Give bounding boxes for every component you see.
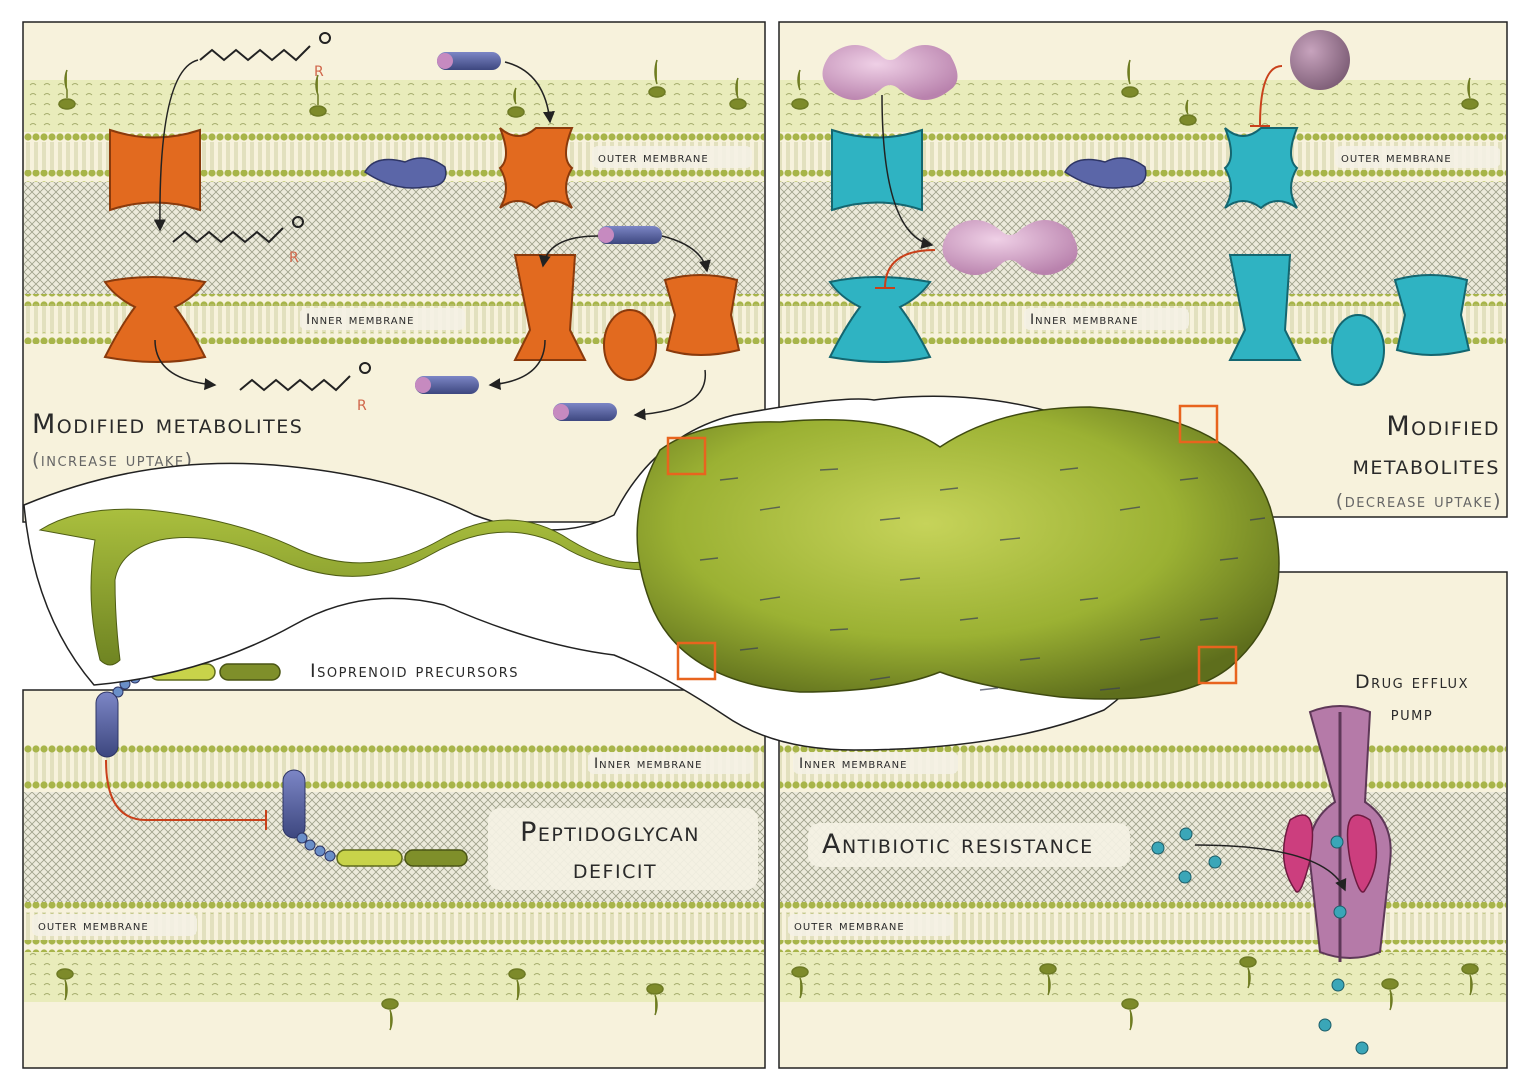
carrier-lipid-2 [282,769,306,839]
tr-title-line1: Modified [1386,411,1500,442]
br-content: Inner membrane outer membrane Antibiotic… [788,671,1469,1055]
br-pump-line2: pump [1391,703,1433,725]
isoprenoid-unit-3 [336,849,403,867]
bl-title-line1: Peptidoglycan [520,817,700,848]
r-group-1: R [314,64,324,80]
efflux-accessory-right [1346,814,1378,893]
metabolite-chain-low [239,375,351,392]
bl-inner-membrane-label: Inner membrane [594,756,702,772]
teal-transporter-right [1393,274,1471,356]
phosphate-beads-2 [296,832,336,862]
tl-content: R R R outer membrane Inner membrane [32,32,752,471]
br-title: Antibiotic resistance [822,829,1094,860]
tr-subtitle: (decrease uptake) [1336,490,1502,512]
antibiotic-molecules [1151,827,1369,1055]
inhibit-peptidoglycan [105,759,267,830]
inhibit-outer [1250,65,1283,127]
orange-channel-outer [498,126,574,210]
teal-atpase [1331,314,1385,386]
carrier-lipid-1 [95,691,119,758]
r-group-3: R [357,398,367,414]
bl-title-line2: deficit [573,854,657,885]
drug-capsule-2 [598,226,662,244]
tr-content: outer membrane Inner membrane Modified m… [822,30,1502,512]
isoprenoid-unit-4 [404,849,468,867]
br-inner-membrane-label: Inner membrane [799,756,907,772]
bacterium-texture [699,467,1266,691]
tl-outer-membrane-label: outer membrane [598,150,709,166]
tr-title-line2: metabolites [1352,450,1500,481]
drug-capsule-4 [553,403,617,421]
teal-channel-outer [1223,126,1299,210]
metabolite-chain-top [199,45,311,62]
orange-transporter-right [663,274,741,356]
purple-sphere-metabolite [1290,30,1350,90]
br-membrane-stack [780,742,1506,1002]
pink-metabolite-outer [822,45,958,100]
tr-outer-membrane-label: outer membrane [1341,150,1452,166]
bl-content: Isoprenoid precursors Inner membrane out… [32,660,758,936]
efflux-accessory-left [1282,814,1314,893]
tl-inner-membrane-label: Inner membrane [306,312,414,328]
drug-capsule-1 [437,52,501,70]
tl-lps-layer [24,80,764,132]
teal-transporter-inner [828,276,932,363]
br-outer-membrane-label: outer membrane [794,918,905,934]
tl-title: Modified metabolites [32,409,303,440]
tr-inner-membrane-label: Inner membrane [1030,312,1138,328]
tl-subtitle: (increase uptake) [32,449,194,471]
blue-lipoprotein [364,157,447,189]
orange-porin-outer [109,128,201,212]
teal-efflux-column [1228,254,1302,361]
bacterium-body [636,406,1280,700]
r-group-2: R [289,250,299,266]
drug-capsule-3 [415,376,479,394]
orange-atpase [603,309,657,381]
orange-efflux-column [513,254,587,361]
br-pump-line1: Drug efflux [1355,671,1469,693]
bl-precursors-label: Isoprenoid precursors [310,660,519,682]
teal-porin-outer [831,128,923,212]
metabolite-chain-mid [172,227,284,244]
orange-transporter-inner [103,276,207,363]
inhibit-inner [875,249,936,289]
isoprenoid-unit-2 [219,663,281,681]
pink-metabolite-periplasm [942,220,1078,275]
callout-boxes [666,404,1238,685]
lps-sprouts [56,59,1479,1031]
bl-outer-membrane-label: outer membrane [38,918,149,934]
tr-blue-lipoprotein [1064,157,1147,189]
flagellum [38,508,761,666]
